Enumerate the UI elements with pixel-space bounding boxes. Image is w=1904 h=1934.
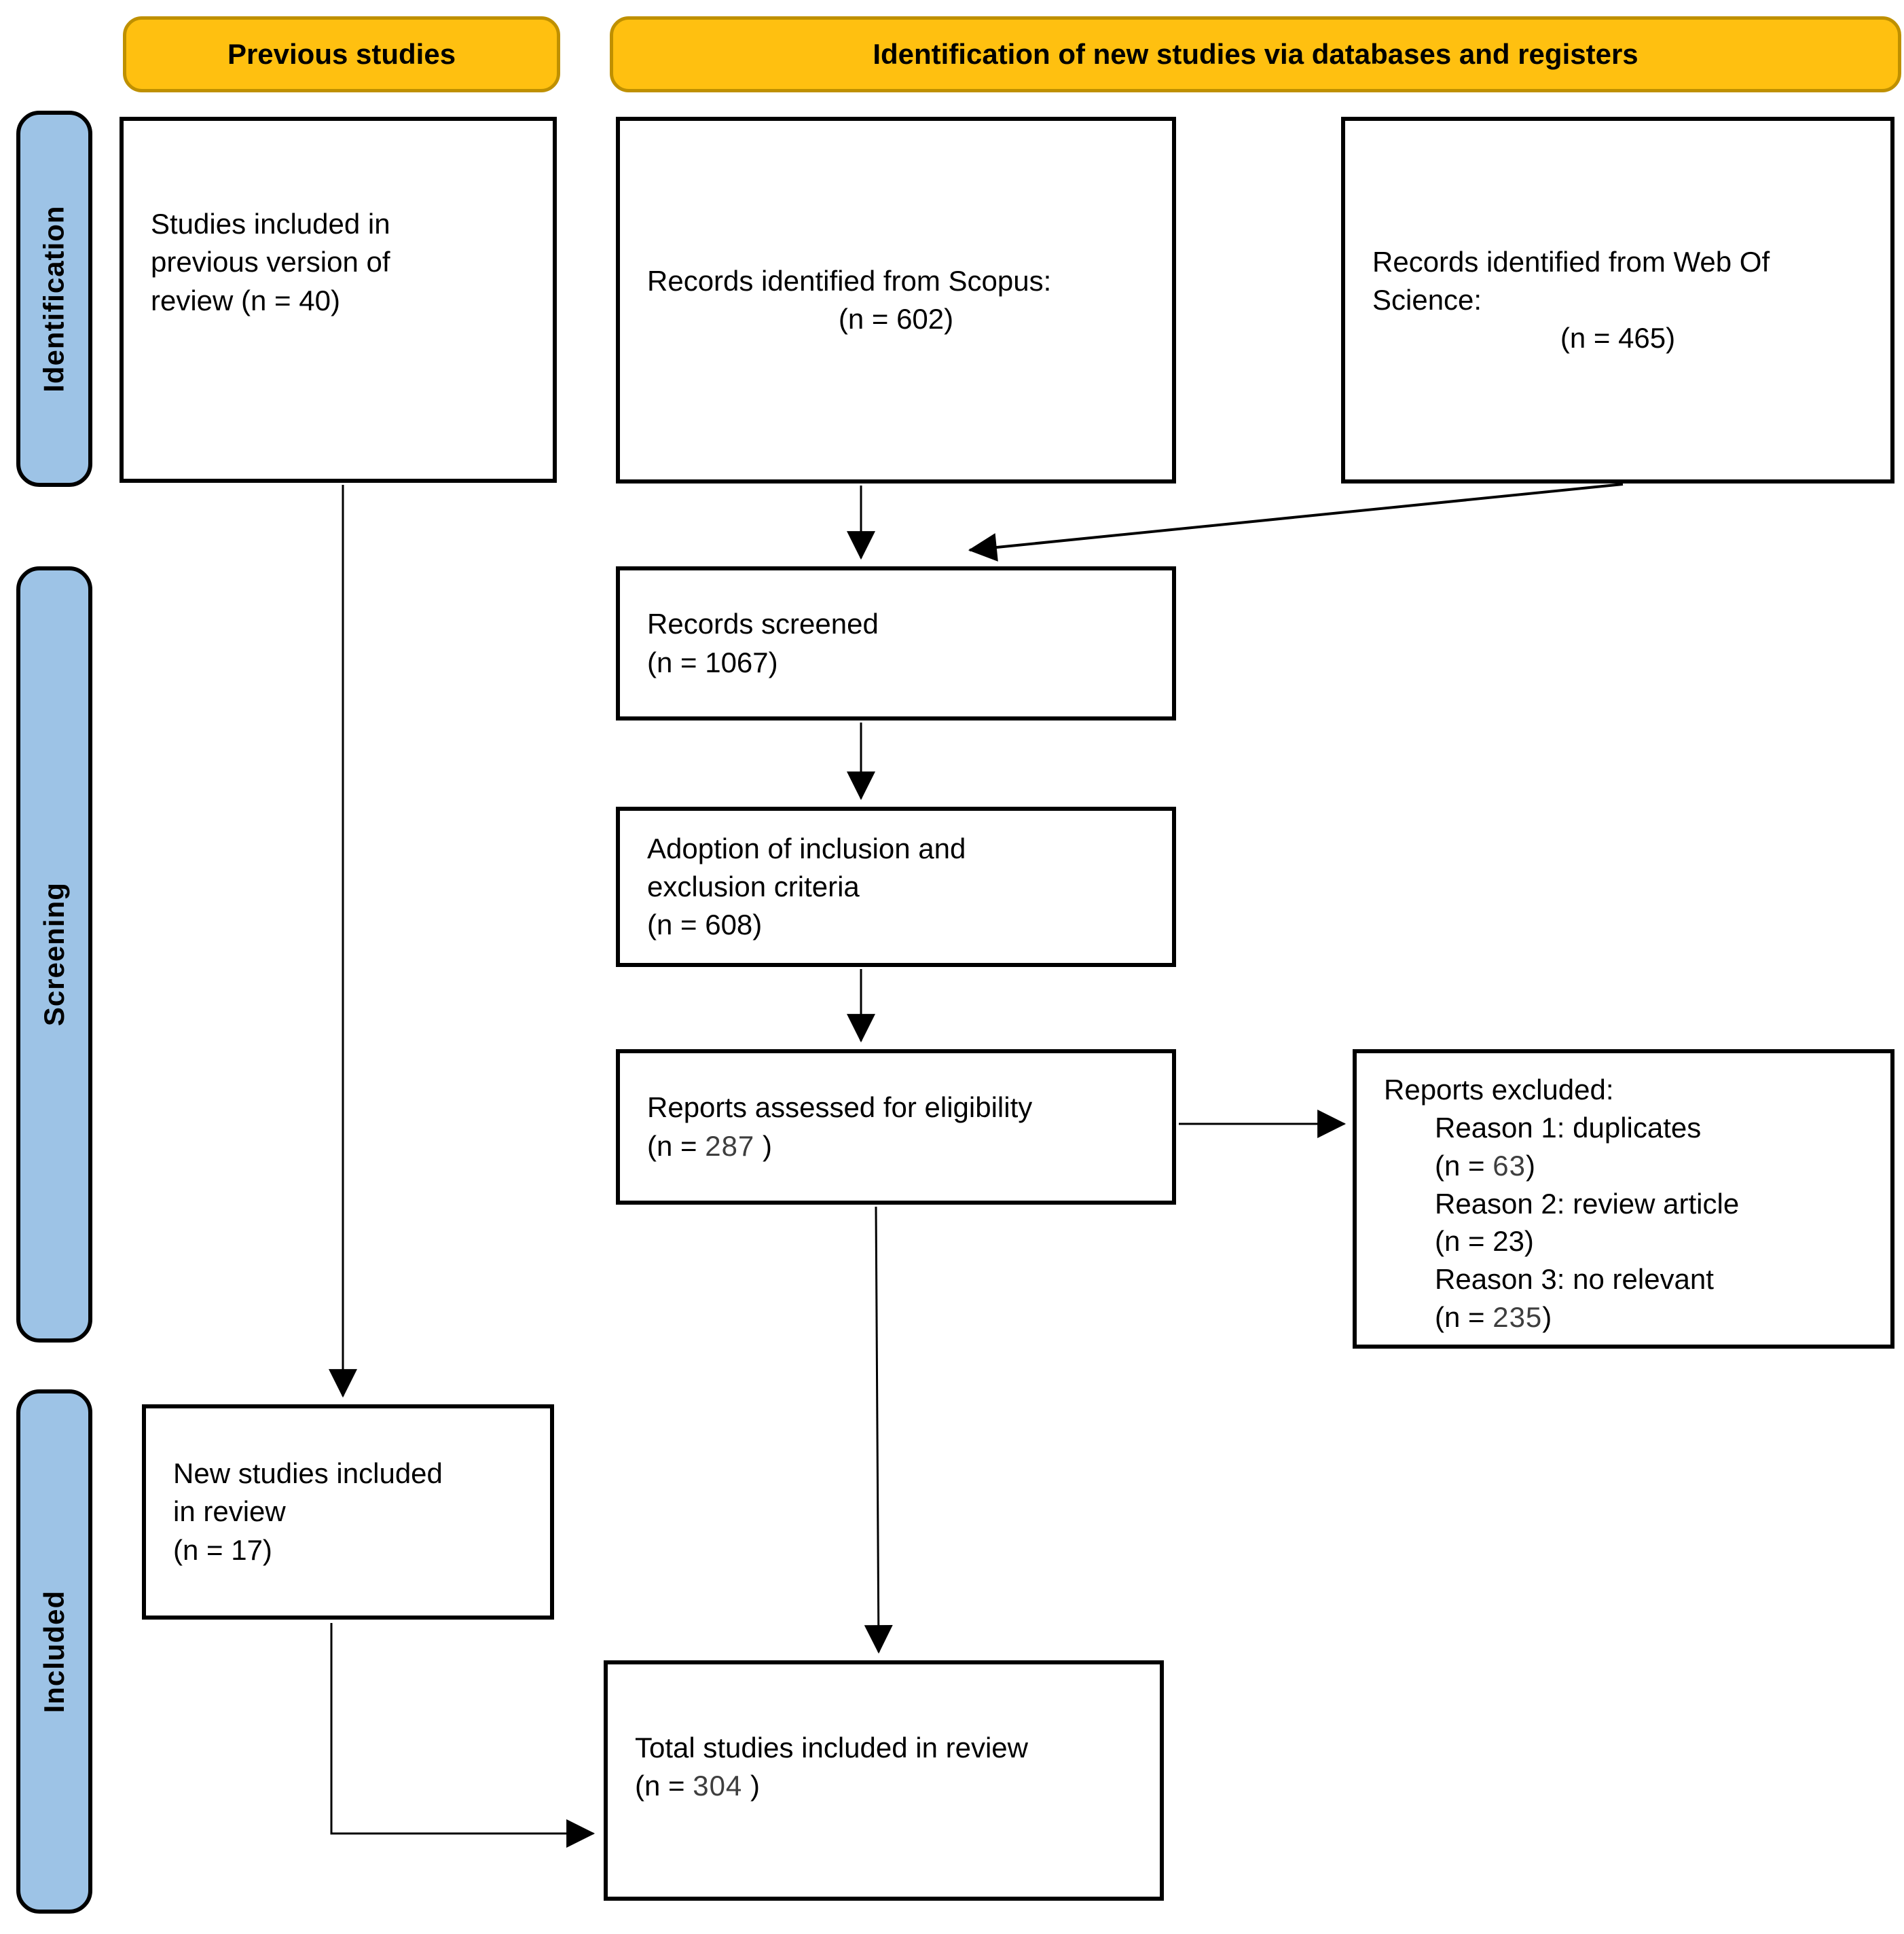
box-line: Records identified from Scopus: <box>647 264 1052 297</box>
n-value: 304 <box>693 1770 743 1802</box>
box-inclusion-exclusion-criteria: Adoption of inclusion and exclusion crit… <box>616 807 1176 967</box>
n-prefix: (n = <box>635 1770 693 1802</box>
box-records-screened: Records screened (n = 1067) <box>616 566 1176 720</box>
n-suffix: ) <box>1542 1301 1552 1334</box>
n-value: 287 <box>705 1129 755 1162</box>
stage-included: Included <box>16 1389 92 1914</box>
n-suffix: ) <box>1525 1149 1535 1182</box>
header-identification-new-studies: Identification of new studies via databa… <box>610 16 1901 92</box>
box-line: Adoption of inclusion and <box>647 832 966 864</box>
box-line: Reason 3: no relevant <box>1435 1263 1714 1296</box>
box-line: Studies included in <box>151 208 390 240</box>
box-line: (n = 23) <box>1435 1225 1534 1258</box>
box-line: Reason 2: review article <box>1435 1187 1740 1220</box>
box-line: Reason 1: duplicates <box>1435 1111 1702 1144</box>
box-line: review (n = 40) <box>151 284 340 316</box>
n-prefix: (n = <box>1435 1301 1493 1334</box>
header-previous-studies-label: Previous studies <box>227 37 456 70</box>
box-new-studies-included: New studies included in review (n = 17) <box>142 1404 554 1620</box>
n-prefix: (n = <box>647 1129 706 1162</box>
box-line: New studies included <box>173 1457 443 1490</box>
box-line: (n = 63) <box>1435 1147 1863 1185</box>
box-line: (n = 1067) <box>647 646 778 678</box>
box-line: (n = 304 ) <box>635 1767 1133 1805</box>
box-line: (n = 465) <box>1560 322 1676 354</box>
box-line: Records identified from Web Of <box>1372 245 1770 278</box>
box-line: (n = 17) <box>173 1533 272 1566</box>
box-reports-assessed: Reports assessed for eligibility (n = 28… <box>616 1049 1176 1205</box>
box-line: (n = 602) <box>838 303 954 335</box>
n-value: 63 <box>1493 1149 1526 1182</box>
box-line: Records screened <box>647 608 879 640</box>
box-line: (n = 608) <box>647 909 763 941</box>
stage-included-label: Included <box>37 1590 70 1713</box>
stage-screening-label: Screening <box>37 882 70 1027</box>
stage-identification-label: Identification <box>37 205 70 393</box>
box-line: in review <box>173 1495 286 1528</box>
box-line: Reports excluded: <box>1384 1074 1614 1106</box>
box-reports-excluded: Reports excluded: Reason 1: duplicates (… <box>1353 1049 1894 1349</box>
box-line: (n = 235) <box>1435 1298 1863 1336</box>
stage-screening: Screening <box>16 566 92 1343</box>
box-total-studies-included: Total studies included in review (n = 30… <box>604 1660 1164 1901</box>
n-prefix: (n = <box>1435 1149 1493 1182</box>
box-previous-review-studies: Studies included in previous version of … <box>120 117 557 483</box>
box-records-scopus: Records identified from Scopus: (n = 602… <box>616 117 1176 484</box>
box-line: exclusion criteria <box>647 870 860 902</box>
n-suffix: ) <box>742 1770 760 1802</box>
box-line: Total studies included in review <box>635 1731 1028 1764</box>
header-identification-label: Identification of new studies via databa… <box>873 37 1638 70</box>
stage-identification: Identification <box>16 111 92 487</box>
box-line: Science: <box>1372 283 1482 316</box>
box-line: Reports assessed for eligibility <box>647 1091 1033 1124</box>
box-line: (n = 287 ) <box>647 1127 1145 1165</box>
box-line: previous version of <box>151 246 390 278</box>
box-records-web-of-science: Records identified from Web Of Science: … <box>1341 117 1894 484</box>
n-suffix: ) <box>754 1129 772 1162</box>
n-value: 235 <box>1493 1301 1543 1334</box>
header-previous-studies: Previous studies <box>123 16 560 92</box>
